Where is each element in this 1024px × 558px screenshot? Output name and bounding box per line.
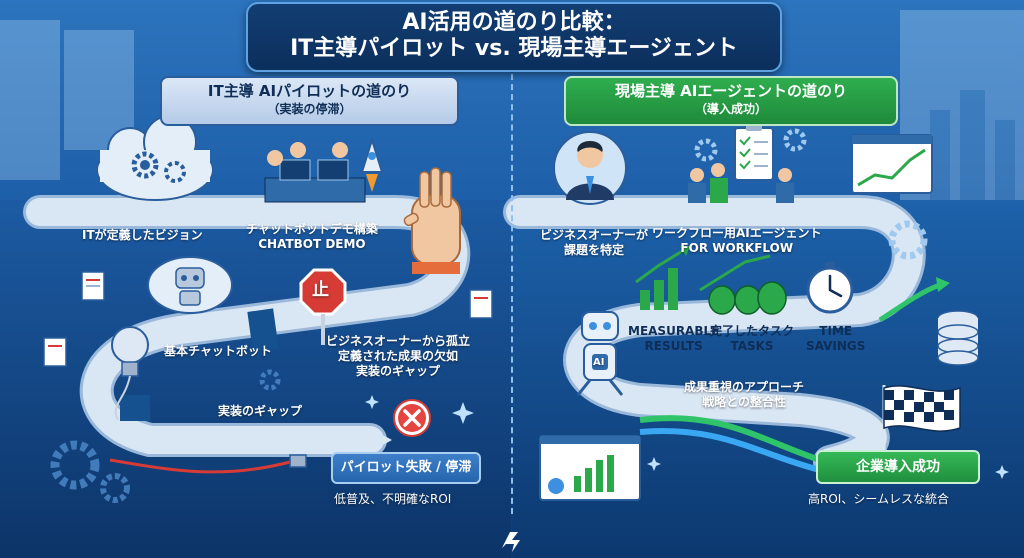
database-icon	[878, 277, 979, 366]
label-workflow-agent: ワークフロー用AIエージェント FOR WORKFLOW	[652, 226, 822, 256]
right-section-banner: 現場主導 AIエージェントの道のり （導入成功）	[564, 76, 898, 126]
logo-icon	[502, 532, 520, 552]
laptop-chart-icon	[539, 435, 641, 501]
label-time-savings: TIME SAVINGS	[806, 324, 865, 354]
title-line-1: AI活用の道のり比較：	[402, 10, 626, 35]
stop-sign-text: 止	[312, 280, 329, 300]
label-chatbot-demo-line2: CHATBOT DEMO	[258, 237, 366, 251]
money-bag-icon	[699, 254, 787, 315]
rocket-icon	[360, 136, 384, 192]
title-line-2: IT主導パイロット vs. 現場主導エージェント	[290, 36, 738, 61]
bar-chart-icon	[635, 246, 690, 310]
label-tasks-line2: TASKS	[730, 339, 774, 353]
label-isolation-line1: ビジネスオーナーから孤立	[326, 334, 471, 348]
gear-icon	[131, 151, 186, 183]
label-high-roi: 高ROI、シームレスな統合	[808, 492, 949, 506]
label-isolation-line2: 定義された成果の欠如	[338, 349, 459, 363]
label-measurable-line1: MEASURABLE	[628, 324, 720, 338]
checkered-flag-icon	[882, 385, 961, 462]
label-isolation-line3: 実装のギャップ	[356, 364, 441, 378]
dashboard-chart-icon	[851, 134, 933, 194]
label-time-line2: SAVINGS	[806, 339, 866, 353]
office-windows-right	[900, 10, 1024, 210]
cloud-icon	[96, 115, 214, 201]
clipboard-icon	[734, 123, 774, 181]
label-completed-tasks: 完了したタスク TASKS	[710, 324, 794, 354]
label-isolation: ビジネスオーナーから孤立 定義された成果の欠如 実装のギャップ	[326, 334, 470, 379]
developers-desk-icon	[264, 142, 366, 203]
title-panel: AI活用の道のり比較： IT主導パイロット vs. 現場主導エージェント	[246, 2, 782, 72]
label-time-line1: TIME	[819, 324, 853, 338]
label-low-roi: 低普及、不明確なROI	[334, 492, 452, 506]
sparkle-icons	[365, 395, 1009, 479]
label-it-vision: ITが定義したビジョン	[82, 228, 203, 242]
label-business-owner-line1: ビジネスオーナーが	[540, 228, 649, 242]
error-x-icon	[393, 399, 431, 437]
right-banner-subtitle: （導入成功）	[694, 102, 767, 116]
label-implementation-gap: 実装のギャップ	[218, 404, 303, 418]
plug-icon	[109, 454, 307, 474]
label-workflow-agent-line2: FOR WORKFLOW	[680, 241, 794, 255]
label-chatbot-demo-line1: チャットボットデモ構築	[246, 222, 378, 236]
label-measurable-results: MEASURABLE RESULTS	[628, 324, 719, 354]
gear-cluster-icon	[50, 369, 281, 503]
label-approach-line2: 戦略との整合性	[702, 395, 786, 409]
robot-icon	[147, 256, 233, 314]
lightbulb-icon	[111, 326, 149, 421]
label-measurable-line2: RESULTS	[644, 339, 703, 353]
ai-robot-icon	[576, 311, 624, 396]
businessman-icon	[553, 131, 627, 205]
stopwatch-icon	[806, 262, 854, 314]
label-basic-chatbot: 基本チャットボット	[164, 344, 272, 358]
left-banner-subtitle: （実装の停滞）	[267, 102, 352, 116]
left-banner-title: IT主導 AIパイロットの道のり	[207, 82, 412, 100]
left-section-banner: IT主導 AIパイロットの道のり （実装の停滞）	[160, 76, 459, 126]
gear-icon-right	[694, 128, 928, 260]
label-chatbot-demo: チャットボットデモ構築 CHATBOT DEMO	[246, 222, 378, 252]
right-road	[503, 195, 926, 479]
label-approach-line1: 成果重視のアプローチ	[684, 380, 805, 394]
robot-badge-text: AI	[593, 357, 605, 368]
document-icon	[43, 271, 493, 367]
section-divider	[511, 74, 513, 514]
stop-sign-icon	[299, 268, 347, 345]
label-tasks-line1: 完了したタスク	[710, 324, 795, 338]
right-banner-title: 現場主導 AIエージェントの道のり	[614, 82, 848, 100]
stop-hand-icon	[403, 167, 461, 274]
label-workflow-agent-line1: ワークフロー用AIエージェント	[652, 226, 822, 240]
enterprise-success-box: 企業導入成功	[816, 450, 980, 484]
pilot-fail-box: パイロット失敗 / 停滞	[331, 452, 481, 484]
label-business-owner: ビジネスオーナーが 課題を特定	[540, 228, 648, 258]
label-results-approach: 成果重視のアプローチ 戦略との整合性	[684, 380, 804, 410]
label-business-owner-line2: 課題を特定	[564, 243, 625, 257]
team-icon	[688, 163, 794, 203]
office-windows-left	[0, 20, 134, 180]
